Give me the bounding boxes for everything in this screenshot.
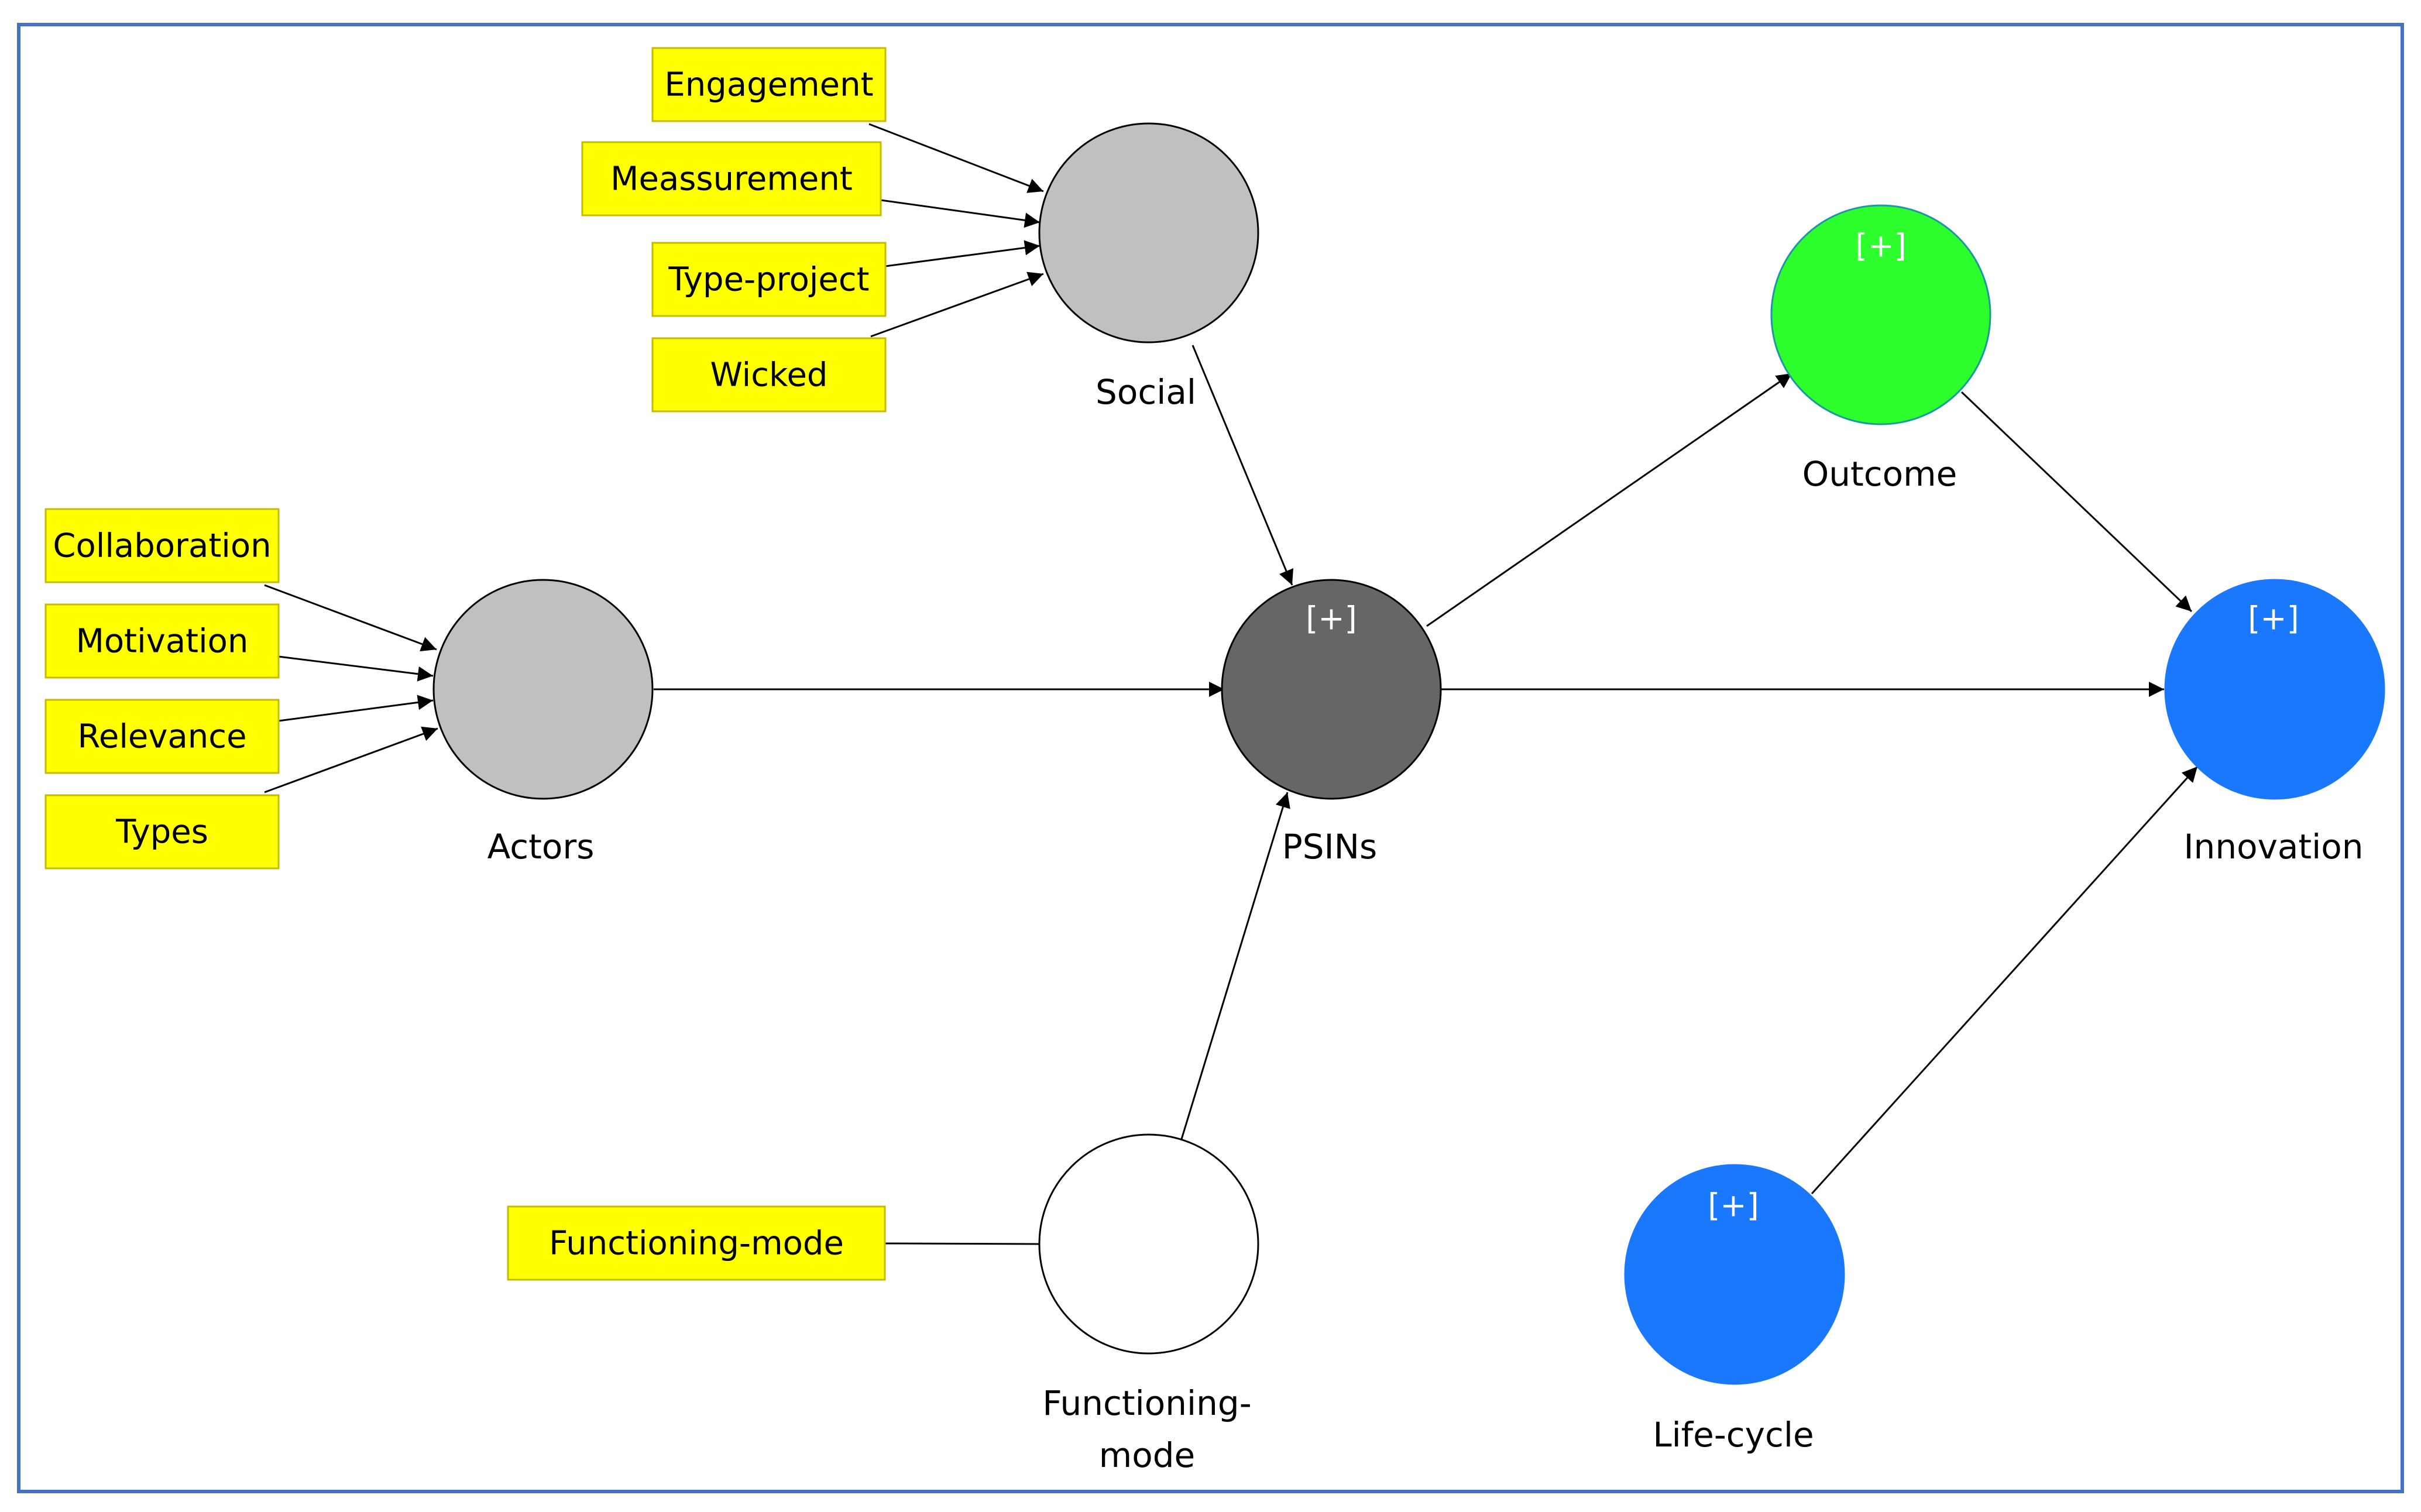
indicator-box-motivation[interactable]: Motivation [44,603,280,679]
indicator-box-type-project[interactable]: Type-project [651,242,887,317]
edge-motivation-actors [278,655,434,682]
construct-functioning-mode[interactable]: Functioning- mode [1038,1133,1259,1475]
construct-psins-label: PSINs [1282,827,1378,867]
indicator-label-engagement: Engagement [664,66,873,104]
indicator-box-functioning-mode[interactable]: Functioning-mode [507,1205,886,1281]
construct-life-cycle-circle [1624,1164,1845,1385]
construct-outcome-label: Outcome [1802,454,1958,494]
edge-wicked-social [870,272,1044,338]
indicator-box-meassurement[interactable]: Meassurement [581,141,882,217]
indicator-label-type-project: Type-project [668,261,869,299]
construct-functioning-mode-circle [1038,1133,1259,1355]
construct-functioning-mode-label-line1: Functioning- [1042,1383,1251,1423]
construct-psins-circle [1221,579,1442,800]
edge-typeproject-social [885,240,1040,267]
construct-social[interactable]: Social [1038,122,1259,412]
edge-meassurement-social [880,199,1040,228]
construct-psins-marker: [+] [1306,600,1357,637]
edge-lifecycle-innovation [1811,765,2199,1195]
construct-life-cycle-marker: [+] [1708,1187,1759,1224]
indicator-box-types[interactable]: Types [44,794,280,870]
indicator-box-wicked[interactable]: Wicked [651,337,887,413]
construct-social-label: Social [1096,372,1196,412]
construct-outcome[interactable]: [+] Outcome [1770,204,1991,494]
edge-types-actors [264,726,438,793]
edge-social-psins [1191,345,1294,586]
indicator-box-collaboration[interactable]: Collaboration [44,508,280,583]
edge-engagement-social [868,123,1044,193]
construct-innovation-label: Innovation [2183,827,2363,867]
edge-outcome-innovation [1960,391,2193,613]
edge-collaboration-actors [264,584,437,652]
indicator-label-functioning-mode: Functioning-mode [549,1225,844,1263]
indicator-box-engagement[interactable]: Engagement [651,47,887,122]
indicator-label-types: Types [115,813,208,851]
indicator-label-meassurement: Meassurement [610,160,853,198]
construct-outcome-marker: [+] [1855,228,1906,264]
edge-functioningmode-indicator [884,1242,1039,1245]
construct-life-cycle-label: Life-cycle [1653,1415,1814,1455]
construct-life-cycle[interactable]: [+] Life-cycle [1624,1164,1845,1455]
indicator-label-relevance: Relevance [77,718,246,756]
construct-actors[interactable]: Actors [432,579,654,867]
edge-psins-outcome [1426,372,1792,627]
construct-innovation[interactable]: [+] Innovation [2164,579,2385,867]
edge-relevance-actors [278,695,434,722]
construct-outcome-circle [1770,204,1991,425]
construct-social-circle [1038,122,1259,343]
construct-innovation-marker: [+] [2248,600,2299,637]
construct-functioning-mode-label-line2: mode [1099,1435,1195,1475]
edge-functioningmode-psins [1180,792,1290,1142]
construct-psins[interactable]: [+] PSINs [1221,579,1442,867]
construct-actors-label: Actors [487,827,595,867]
construct-actors-circle [432,579,654,800]
indicator-box-relevance[interactable]: Relevance [44,699,280,774]
edges [264,123,2199,1245]
indicator-label-wicked: Wicked [710,356,828,394]
indicator-label-motivation: Motivation [76,623,249,661]
indicator-label-collaboration: Collaboration [53,527,271,565]
construct-innovation-circle [2164,579,2385,800]
